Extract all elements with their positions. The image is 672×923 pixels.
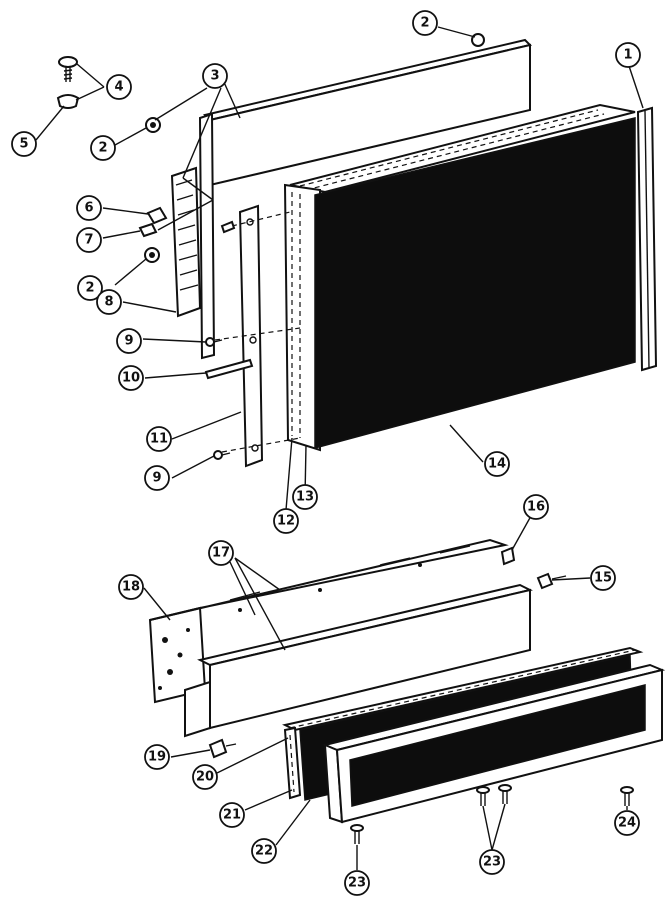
part-23-screw-b bbox=[498, 784, 512, 804]
part-2-nut-b bbox=[145, 117, 161, 133]
svg-text:7: 7 bbox=[84, 233, 93, 248]
callout-24: 24 bbox=[614, 810, 640, 836]
svg-text:2: 2 bbox=[98, 141, 107, 156]
callout-2-mid: 2 bbox=[90, 135, 116, 161]
callout-11: 11 bbox=[146, 426, 172, 452]
alignment-lines bbox=[214, 211, 301, 453]
callout-6: 6 bbox=[76, 195, 102, 221]
part-8-foam-seal bbox=[170, 166, 202, 318]
svg-text:4: 4 bbox=[114, 80, 123, 95]
svg-text:21: 21 bbox=[223, 808, 241, 823]
svg-text:5: 5 bbox=[19, 137, 28, 152]
svg-text:11: 11 bbox=[150, 432, 168, 447]
svg-text:9: 9 bbox=[124, 334, 133, 349]
svg-text:9: 9 bbox=[152, 471, 161, 486]
part-16-clip bbox=[500, 546, 516, 566]
svg-text:2: 2 bbox=[85, 281, 94, 296]
svg-text:6: 6 bbox=[84, 201, 93, 216]
part-6-latch bbox=[146, 206, 168, 225]
callout-3: 3 bbox=[202, 63, 228, 89]
leader-lines bbox=[35, 26, 644, 870]
callout-16: 16 bbox=[523, 494, 549, 520]
part-9-screw-b bbox=[213, 450, 231, 460]
callout-10: 10 bbox=[118, 365, 144, 391]
part-11-bracket bbox=[238, 204, 264, 468]
svg-text:19: 19 bbox=[148, 750, 166, 765]
callout-17: 17 bbox=[208, 540, 234, 566]
part-19-screw bbox=[208, 738, 237, 759]
svg-text:14: 14 bbox=[488, 457, 506, 472]
callout-2-low: 2 bbox=[77, 275, 103, 301]
callout-8: 8 bbox=[96, 289, 122, 315]
callout-18: 18 bbox=[118, 574, 144, 600]
screw-upper-left bbox=[220, 220, 236, 234]
callout-7: 7 bbox=[76, 227, 102, 253]
callout-21: 21 bbox=[219, 802, 245, 828]
part-21-filter-layer bbox=[283, 726, 302, 800]
callout-13: 13 bbox=[292, 484, 318, 510]
part-10-clip bbox=[204, 358, 254, 380]
callout-15: 15 bbox=[590, 565, 616, 591]
callout-9-lower: 9 bbox=[144, 465, 170, 491]
svg-text:23: 23 bbox=[348, 876, 366, 891]
part-2-nut-a bbox=[471, 33, 485, 47]
svg-text:24: 24 bbox=[618, 816, 636, 831]
callout-5: 5 bbox=[11, 131, 37, 157]
part-7-latch-screw bbox=[138, 222, 158, 238]
svg-text:18: 18 bbox=[122, 580, 140, 595]
svg-text:22: 22 bbox=[255, 844, 273, 859]
callout-19: 19 bbox=[144, 744, 170, 770]
part-24-screw bbox=[620, 786, 634, 806]
svg-text:12: 12 bbox=[277, 514, 295, 529]
callout-12: 12 bbox=[273, 508, 299, 534]
svg-text:17: 17 bbox=[212, 546, 230, 561]
svg-text:8: 8 bbox=[104, 295, 113, 310]
svg-text:20: 20 bbox=[196, 770, 214, 785]
part-23-screw-a bbox=[476, 786, 490, 806]
callout-2-top: 2 bbox=[412, 10, 438, 36]
part-5-cap bbox=[56, 94, 80, 109]
part-23-screw-c bbox=[350, 824, 364, 844]
part-15-screw bbox=[536, 572, 567, 590]
callout-1: 1 bbox=[615, 42, 641, 68]
callout-22: 22 bbox=[251, 838, 277, 864]
part-4-screw bbox=[58, 56, 78, 82]
svg-text:16: 16 bbox=[527, 500, 545, 515]
grille-frame bbox=[321, 663, 666, 824]
svg-text:23: 23 bbox=[483, 855, 501, 870]
part-12-13-filter-frames bbox=[283, 183, 321, 452]
part-1-side-channel bbox=[636, 106, 658, 372]
svg-text:15: 15 bbox=[594, 571, 612, 586]
svg-text:13: 13 bbox=[296, 490, 314, 505]
svg-text:2: 2 bbox=[420, 16, 429, 31]
svg-text:1: 1 bbox=[623, 48, 632, 63]
callout-4: 4 bbox=[106, 74, 132, 100]
callout-23-center: 23 bbox=[479, 849, 505, 875]
svg-text:3: 3 bbox=[210, 69, 219, 84]
part-14-mesh-filter bbox=[314, 117, 636, 449]
callout-9-upper: 9 bbox=[116, 328, 142, 354]
svg-text:10: 10 bbox=[122, 371, 140, 386]
callout-20: 20 bbox=[192, 764, 218, 790]
callout-23-left: 23 bbox=[344, 870, 370, 896]
part-2-nut-c bbox=[144, 247, 160, 263]
part-17-foam-strip bbox=[149, 538, 509, 621]
callout-14: 14 bbox=[484, 451, 510, 477]
part-3-back-panel bbox=[198, 38, 532, 360]
